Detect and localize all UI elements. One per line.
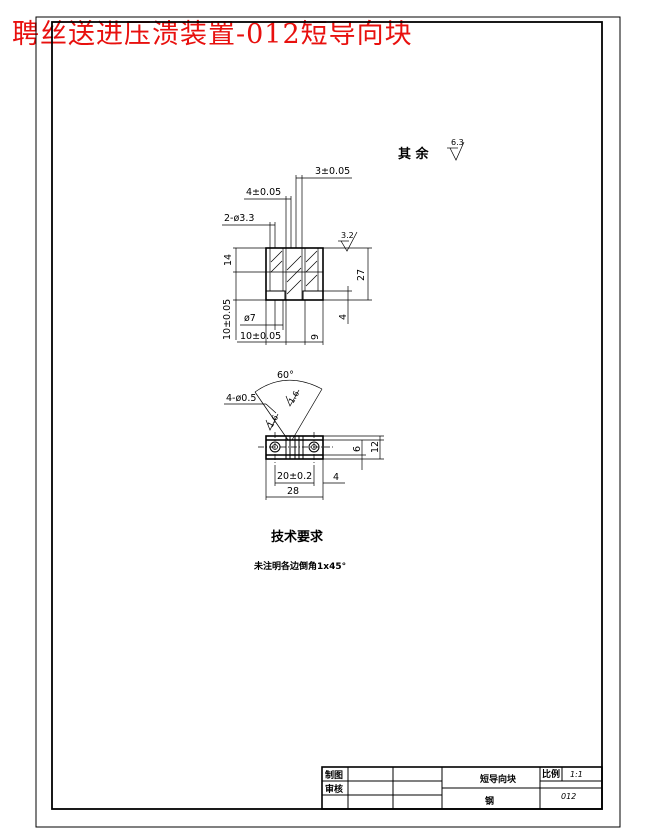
dim-vertical-position: 10±0.05 (222, 299, 233, 340)
title-block-material: 钢 (485, 795, 494, 807)
dim-horizontal-position: 10±0.05 (240, 331, 281, 342)
tech-requirements-note: 未注明各边倒角1x45° (253, 560, 346, 572)
dim-small-holes: 4-ø0.5 (226, 393, 256, 404)
dim-rough-a: 1.6 (287, 389, 301, 405)
inner-frame (51, 21, 603, 810)
front-view: 3±0.05 4±0.05 2-ø3.3 3.2 14 27 4 10±0.05 (222, 166, 372, 345)
dim-hole-spacing: 20±0.2 (277, 471, 312, 482)
roughness-note-value: 6.3 (451, 138, 464, 147)
roughness-note-label: 其 余 (398, 146, 430, 162)
dim-height-total: 27 (356, 269, 367, 281)
title-block-scale-value: 1:1 (570, 770, 583, 779)
dim-pin-spacing: 4±0.05 (246, 187, 281, 198)
title-block (321, 766, 603, 810)
dim-pin-diameter: ø7 (244, 313, 256, 324)
front-pin-left (265, 290, 286, 301)
dim-roughness-front: 3.2 (341, 231, 354, 240)
title-block-scale-label: 比例 (542, 768, 560, 780)
front-pin-right (302, 290, 324, 301)
dim-height-6: 6 (352, 446, 363, 452)
roughness-symbol-front (338, 231, 358, 252)
dim-holes: 2-ø3.3 (224, 213, 254, 224)
dim-right-width: 9 (310, 334, 321, 340)
dim-rough-b: 1.6 (266, 413, 280, 429)
dim-height-upper: 14 (223, 254, 234, 266)
dim-slot-width: 3±0.05 (315, 166, 350, 177)
roughness-note-symbol (447, 141, 465, 161)
outer-frame (35, 16, 621, 828)
dim-total-width: 28 (287, 486, 299, 497)
front-body (265, 247, 324, 301)
title-block-part-name: 短导向块 (480, 773, 517, 785)
dim-angle: 60° (277, 370, 294, 381)
title-block-drawing-number: 012 (561, 792, 576, 801)
tech-requirements-title: 技术要求 (271, 529, 324, 545)
drawing-title-banner: 聘丝送进压溃装置-012短导向块 (12, 19, 413, 50)
title-block-drawn-by: 制图 (325, 769, 343, 781)
dim-right-offset: 4 (333, 472, 339, 483)
title-block-checked-by: 审核 (325, 783, 343, 795)
dim-height-12: 12 (370, 441, 381, 453)
dim-bottom-offset: 4 (338, 314, 349, 320)
front-hatching (270, 250, 318, 295)
top-view: 60° 4-ø0.5 1.6 1.6 6 (224, 370, 384, 500)
